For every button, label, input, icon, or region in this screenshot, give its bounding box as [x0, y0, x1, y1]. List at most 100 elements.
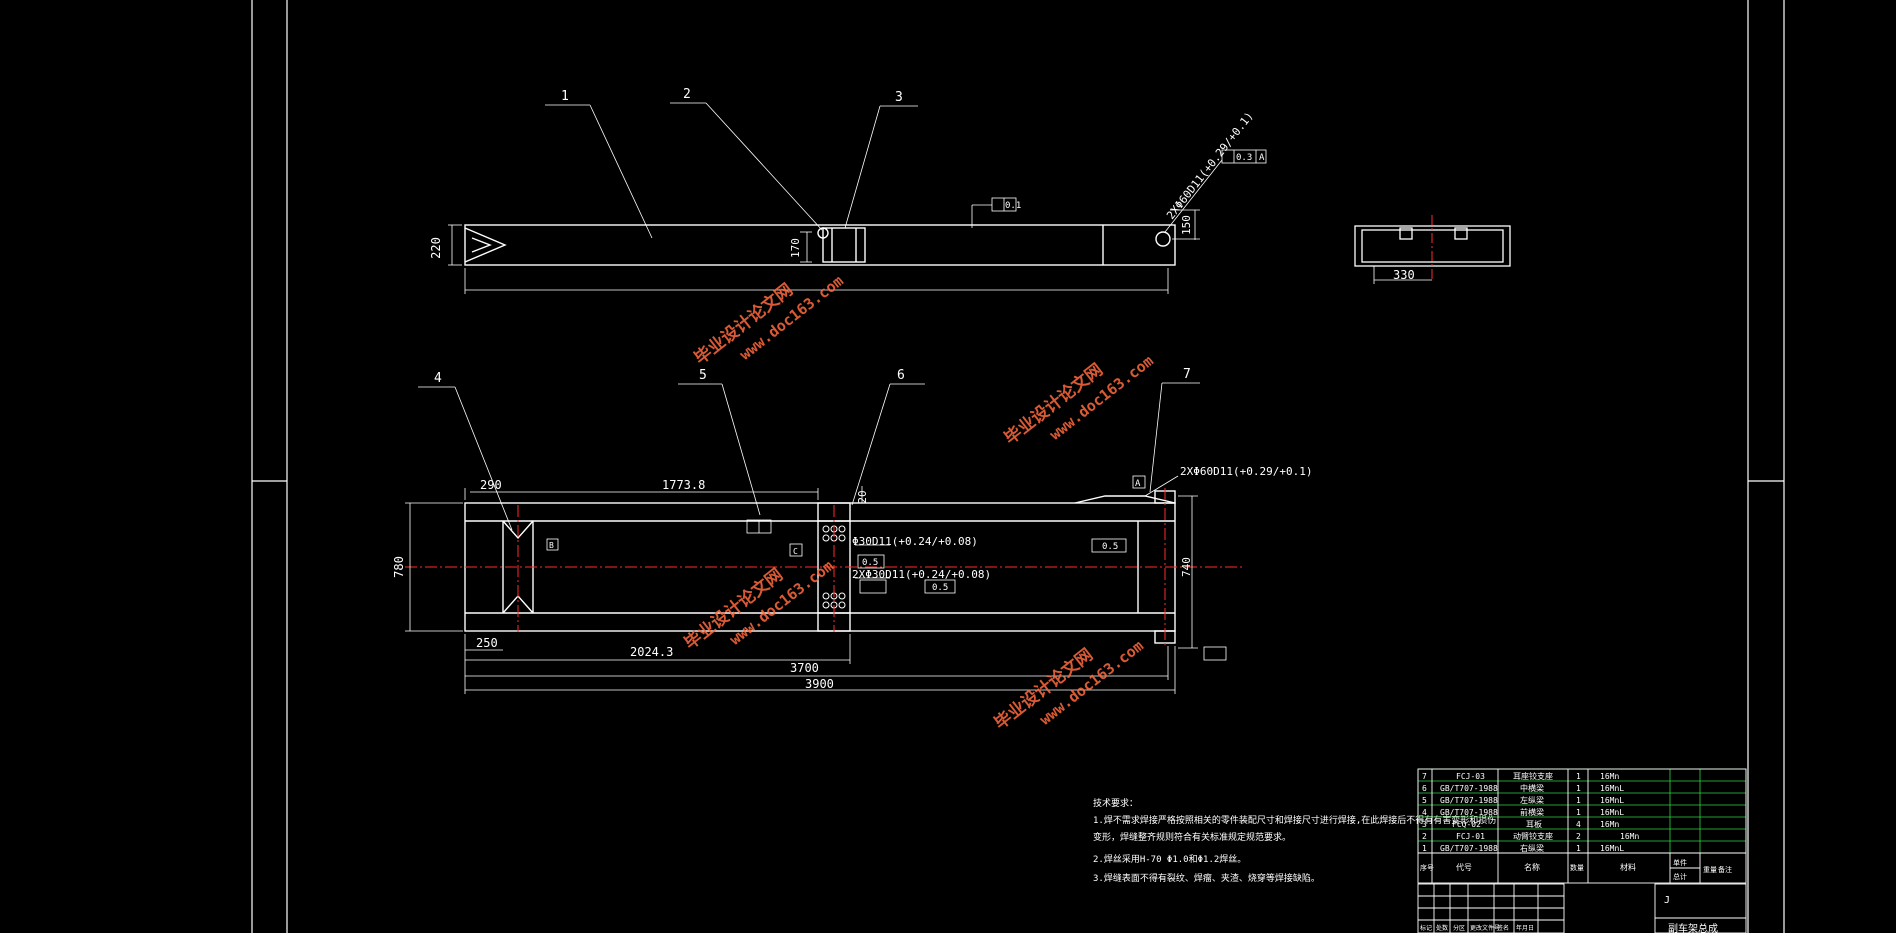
bom-row-5-no: 5 [1422, 796, 1427, 805]
tol-top-3: 0.5 [1102, 542, 1118, 552]
datum-a-top: A [1135, 479, 1141, 489]
title-block-mark: J [1664, 895, 1670, 906]
title-footer-mark: 标记 [1420, 924, 1432, 932]
bom-row-6-no: 6 [1422, 784, 1427, 793]
bom-row-1-mat: 16MnL [1600, 844, 1624, 853]
dim-1773-8: 1773.8 [662, 478, 705, 492]
dim-3700: 3700 [790, 661, 819, 675]
bom-row-2-no: 2 [1422, 832, 1427, 841]
dim-780: 780 [392, 556, 406, 578]
bom-table: 7 FCJ-03 耳座铰支座 1 16Mn 6 GB/T707-1988 中横梁… [1417, 768, 1747, 884]
bom-row-6-code: GB/T707-1988 [1440, 784, 1498, 793]
bom-row-5-mat: 16MnL [1600, 796, 1624, 805]
bom-row-4-mat: 16MnL [1600, 808, 1624, 817]
top-view: 290 1773.8 780 250 2024.3 3700 3900 20 7… [392, 465, 1312, 694]
notes-line-1: 1.焊不需求焊接严格按照相关的零件装配尺寸和焊接尺寸进行焊接,在此焊接后不得有有… [1093, 814, 1496, 826]
bom-header-no: 序号 [1420, 863, 1434, 872]
notes-line-3: 2.焊丝采用H-70 Φ1.0和Φ1.2焊丝。 [1093, 853, 1246, 865]
balloon-5: 5 [699, 368, 707, 383]
bom-row-6-name: 中横梁 [1520, 783, 1544, 793]
bom-header-remark: 备注 [1718, 865, 1732, 874]
dim-170: 170 [789, 238, 802, 258]
dim-740: 740 [1180, 557, 1193, 577]
notes-line-4: 3.焊缝表面不得有裂纹、焊瘤、夹渣、烧穿等焊接缺陷。 [1093, 872, 1320, 884]
balloon-labels: 1 2 3 4 5 6 7 [434, 87, 1191, 386]
balloon-2: 2 [683, 87, 691, 102]
dim-250: 250 [476, 636, 498, 650]
bom-row-3-mat: 16Mn [1600, 820, 1619, 829]
title-block: 标记 处数 分区 更改文件号 签名 年月日 J 副车架总成 [1417, 883, 1747, 933]
balloon-4: 4 [434, 371, 442, 386]
bom-row-1-qty: 1 [1576, 844, 1581, 853]
bom-row-6-qty: 1 [1576, 784, 1581, 793]
datum-b-top: B [549, 541, 554, 550]
datum-c-top: C [793, 547, 798, 556]
bom-row-3-name: 耳板 [1526, 819, 1542, 829]
technical-notes: 技术要求： 1.焊不需求焊接严格按照相关的零件装配尺寸和焊接尺寸进行焊接,在此焊… [1093, 797, 1496, 884]
bom-row-5-qty: 1 [1576, 796, 1581, 805]
bom-row-1-name: 右纵梁 [1520, 843, 1544, 853]
tol-top-1: 0.5 [862, 558, 878, 568]
bom-header-total: 总计 [1673, 872, 1687, 881]
datum-front-a: A [1259, 153, 1265, 163]
bom-row-2-mat: 16Mn [1620, 832, 1639, 841]
title-footer-date: 年月日 [1516, 924, 1534, 932]
hole-spec-60-top: 2XΦ60D11(+0.29/+0.1) [1180, 465, 1312, 478]
bom-row-4-name: 前横梁 [1520, 807, 1544, 817]
dim-20: 20 [856, 490, 869, 503]
front-view: 220 170 150 2XΦ60D11(+0.29/+0.1) 0.3 A 0… [429, 109, 1267, 294]
bom-row-7-no: 7 [1422, 772, 1427, 781]
tol-front-b: 0.1 [1005, 201, 1021, 211]
bom-row-7-mat: 16Mn [1600, 772, 1619, 781]
balloon-leaders [418, 102, 1200, 531]
bom-row-7-name: 耳座铰支座 [1513, 771, 1553, 781]
bom-row-2-name: 动臂铰支座 [1513, 831, 1553, 841]
dim-290: 290 [480, 478, 502, 492]
title-footer-zone: 分区 [1453, 924, 1465, 932]
bom-row-7-qty: 1 [1576, 772, 1581, 781]
dim-150: 150 [1180, 215, 1193, 235]
bom-row-2-qty: 2 [1576, 832, 1581, 841]
bom-row-2-code: FCJ-01 [1456, 832, 1485, 841]
bom-row-3-qty: 4 [1576, 820, 1581, 829]
notes-title: 技术要求： [1093, 797, 1138, 809]
bom-row-7-code: FCJ-03 [1456, 772, 1485, 781]
balloon-3: 3 [895, 90, 903, 105]
hole-spec-30a: Φ30D11(+0.24/+0.08) [852, 535, 978, 548]
balloon-7: 7 [1183, 367, 1191, 382]
tol-top-2: 0.5 [932, 583, 948, 593]
hole-spec-front: 2XΦ60D11(+0.29/+0.1) [1164, 109, 1256, 221]
balloon-6: 6 [897, 368, 905, 383]
bom-header-qty: 数量 [1570, 863, 1584, 872]
dim-3900: 3900 [805, 677, 834, 691]
bom-row-5-name: 左纵梁 [1520, 795, 1544, 805]
bom-header-unit: 单件 [1673, 858, 1687, 867]
bom-row-5-code: GB/T707-1988 [1440, 796, 1498, 805]
title-footer-doc: 更改文件号 [1470, 924, 1500, 932]
title-footer-sign: 签名 [1497, 924, 1509, 932]
bom-header-material: 材料 [1620, 862, 1636, 872]
bom-header-code: 代号 [1456, 862, 1472, 872]
bom-row-6-mat: 16MnL [1600, 784, 1624, 793]
sheet-frame [251, 0, 1785, 933]
balloon-1: 1 [561, 89, 569, 104]
dim-2024-3: 2024.3 [630, 645, 673, 659]
side-view: 330 [1354, 215, 1511, 284]
drawing-title: 副车架总成 [1668, 922, 1718, 933]
bom-header-weight: 重量 [1703, 866, 1717, 874]
bom-row-3-no: 3 [1422, 820, 1427, 829]
tol-front-a: 0.3 [1236, 153, 1252, 163]
bom-row-4-no: 4 [1422, 808, 1427, 817]
title-footer-count: 处数 [1436, 924, 1448, 932]
dim-220: 220 [429, 237, 443, 259]
watermarks: 毕业设计论文网 www.doc163.com 毕业设计论文网 www.doc16… [680, 272, 1157, 734]
bom-row-1-code: GB/T707-1988 [1440, 844, 1498, 853]
bom-row-1-no: 1 [1422, 844, 1427, 853]
hole-spec-30b: 2XΦ30D11(+0.24/+0.08) [852, 568, 991, 581]
notes-line-2: 变形，焊缝整齐规则符合有关标准规定规范要求。 [1093, 831, 1291, 843]
bom-row-4-code: GB/T707-1988 [1440, 808, 1498, 817]
bom-header-name: 名称 [1524, 862, 1540, 872]
bom-row-4-qty: 1 [1576, 808, 1581, 817]
bom-row-3-code: FCQ-02 [1452, 820, 1481, 829]
